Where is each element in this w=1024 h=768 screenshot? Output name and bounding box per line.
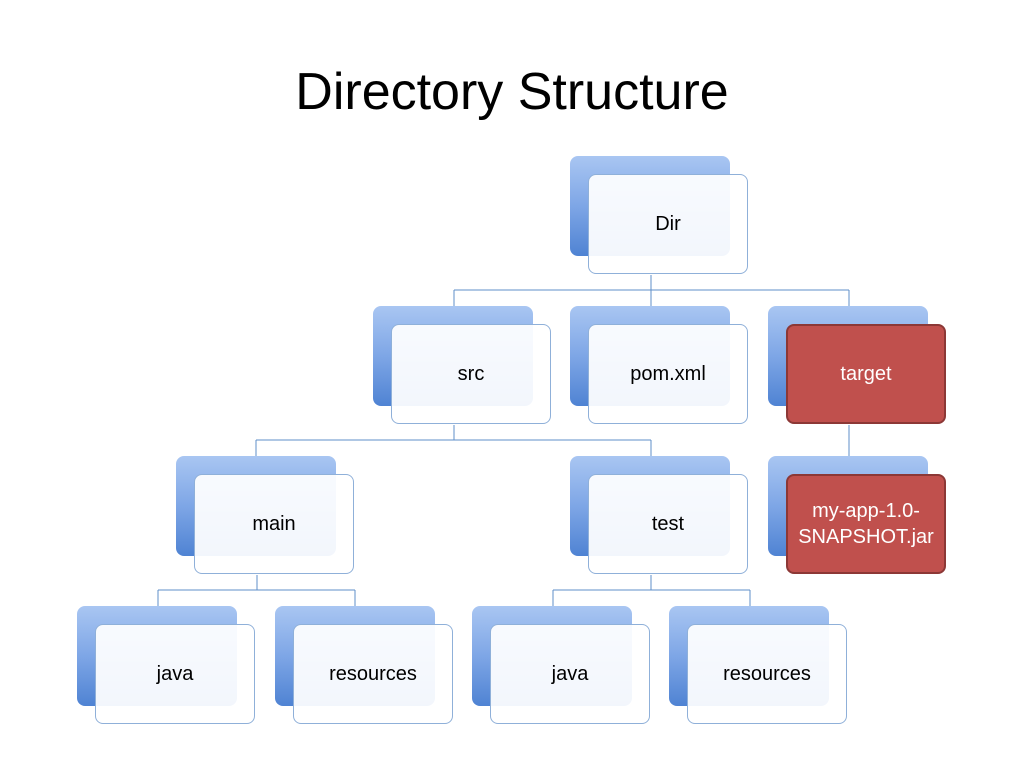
node-src-label: src xyxy=(391,324,551,424)
connector-test-children xyxy=(552,575,751,606)
connector-dir-children xyxy=(453,275,850,306)
node-test-java: java xyxy=(472,606,652,726)
node-jar: my-app-1.0-SNAPSHOT.jar xyxy=(768,456,948,576)
node-main-label: main xyxy=(194,474,354,574)
connector-src-children xyxy=(255,425,652,456)
node-test-resources: resources xyxy=(669,606,849,726)
slide-title: Directory Structure xyxy=(295,63,729,121)
node-test: test xyxy=(570,456,750,576)
node-test-label: test xyxy=(588,474,748,574)
node-main-java: java xyxy=(77,606,257,726)
node-main-resources-label: resources xyxy=(293,624,453,724)
node-pom-label: pom.xml xyxy=(588,324,748,424)
node-test-java-label: java xyxy=(490,624,650,724)
node-dir-label: Dir xyxy=(588,174,748,274)
node-main-resources: resources xyxy=(275,606,455,726)
node-target-label: target xyxy=(786,324,946,424)
node-src: src xyxy=(373,306,553,426)
node-main: main xyxy=(176,456,356,576)
node-target: target xyxy=(768,306,948,426)
node-jar-label: my-app-1.0-SNAPSHOT.jar xyxy=(786,474,946,574)
node-test-resources-label: resources xyxy=(687,624,847,724)
node-dir: Dir xyxy=(570,156,750,276)
connector-main-children xyxy=(157,575,356,606)
node-pom: pom.xml xyxy=(570,306,750,426)
node-main-java-label: java xyxy=(95,624,255,724)
